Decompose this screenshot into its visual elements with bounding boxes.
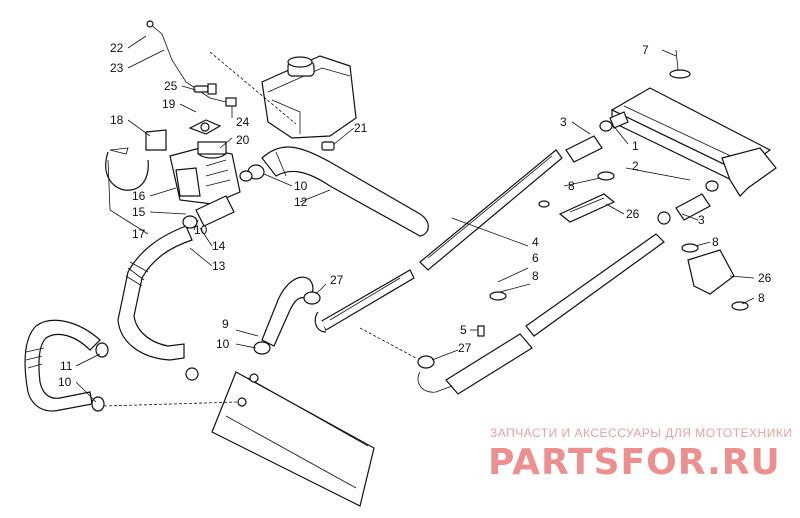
label-26-a: 26	[626, 207, 640, 221]
label-7: 7	[642, 43, 649, 57]
label-13: 13	[212, 259, 226, 273]
label-10-a: 10	[194, 223, 208, 237]
fitting-21	[321, 141, 335, 151]
label-2: 2	[632, 159, 639, 173]
clamp-10-mid	[253, 341, 271, 355]
cap-19	[188, 119, 222, 135]
label-12: 12	[294, 195, 308, 209]
coupler-3-upper	[565, 111, 629, 163]
hose-9	[261, 276, 314, 347]
bolt-7	[669, 49, 691, 79]
label-10-b: 10	[294, 179, 308, 193]
hose-12	[261, 146, 429, 237]
label-10-d: 10	[58, 375, 72, 389]
bracket-26-upper	[558, 193, 616, 223]
rail-upper-left	[314, 269, 415, 333]
cooler-tube-6	[417, 233, 665, 395]
label-8-a: 8	[532, 269, 539, 283]
watermark-brand: PARTSFOR.RU	[488, 442, 781, 483]
cooler-tube-4	[419, 149, 563, 271]
label-25: 25	[164, 79, 178, 93]
coupler-3-lower	[657, 180, 719, 225]
watermark: ЗАПЧАСТИ И АКСЕССУАРЫ ДЛЯ МОТОТЕХНИКИ PA…	[488, 426, 792, 483]
bracket-26-lower	[687, 249, 735, 295]
label-1: 1	[632, 139, 639, 153]
clamp-10-upper	[239, 164, 265, 182]
pump-assembly	[169, 141, 241, 205]
label-21: 21	[354, 121, 368, 135]
label-23: 23	[110, 61, 124, 75]
bolt-5	[477, 325, 485, 337]
washers-8	[489, 171, 749, 311]
label-3-b: 3	[698, 213, 705, 227]
watermark-tagline: ЗАПЧАСТИ И АКСЕССУАРЫ ДЛЯ МОТОТЕХНИКИ	[490, 426, 792, 440]
label-9: 9	[222, 317, 229, 331]
label-20: 20	[236, 133, 250, 147]
clamp-27-lower	[417, 355, 435, 369]
label-3-a: 3	[560, 115, 567, 129]
label-17: 17	[132, 227, 146, 241]
label-18: 18	[110, 113, 124, 127]
coolant-tank	[261, 55, 357, 139]
label-5: 5	[460, 323, 467, 337]
tunnel-panel	[103, 371, 375, 507]
hose-13	[117, 225, 193, 361]
pad-18	[145, 129, 167, 151]
label-4: 4	[532, 235, 539, 249]
fitting-25	[193, 83, 217, 95]
label-6: 6	[532, 251, 539, 265]
label-27-b: 27	[458, 341, 472, 355]
leader-lines	[75, 35, 755, 403]
label-10-c: 10	[216, 337, 230, 351]
label-22: 22	[110, 41, 124, 55]
clamp-ring-17	[105, 147, 149, 191]
label-27-a: 27	[330, 273, 344, 287]
label-15: 15	[132, 205, 146, 219]
overflow-tube	[146, 20, 227, 103]
label-14: 14	[212, 239, 226, 253]
label-24: 24	[236, 115, 250, 129]
callout-labels: 22 23 25 19 24 18 20 21 16 15 17 10 14 1…	[58, 41, 772, 389]
label-8-b: 8	[568, 179, 575, 193]
fitting-24	[225, 97, 237, 107]
label-19: 19	[162, 97, 176, 111]
label-11: 11	[60, 359, 73, 373]
connector-14	[182, 195, 235, 229]
label-8-d: 8	[758, 291, 765, 305]
heat-exchanger-1	[610, 87, 777, 197]
clamp-10-mid-left	[185, 367, 199, 381]
label-26-b: 26	[758, 271, 772, 285]
label-8-c: 8	[712, 235, 719, 249]
clamp-27-upper	[303, 291, 321, 305]
label-16: 16	[132, 189, 146, 203]
